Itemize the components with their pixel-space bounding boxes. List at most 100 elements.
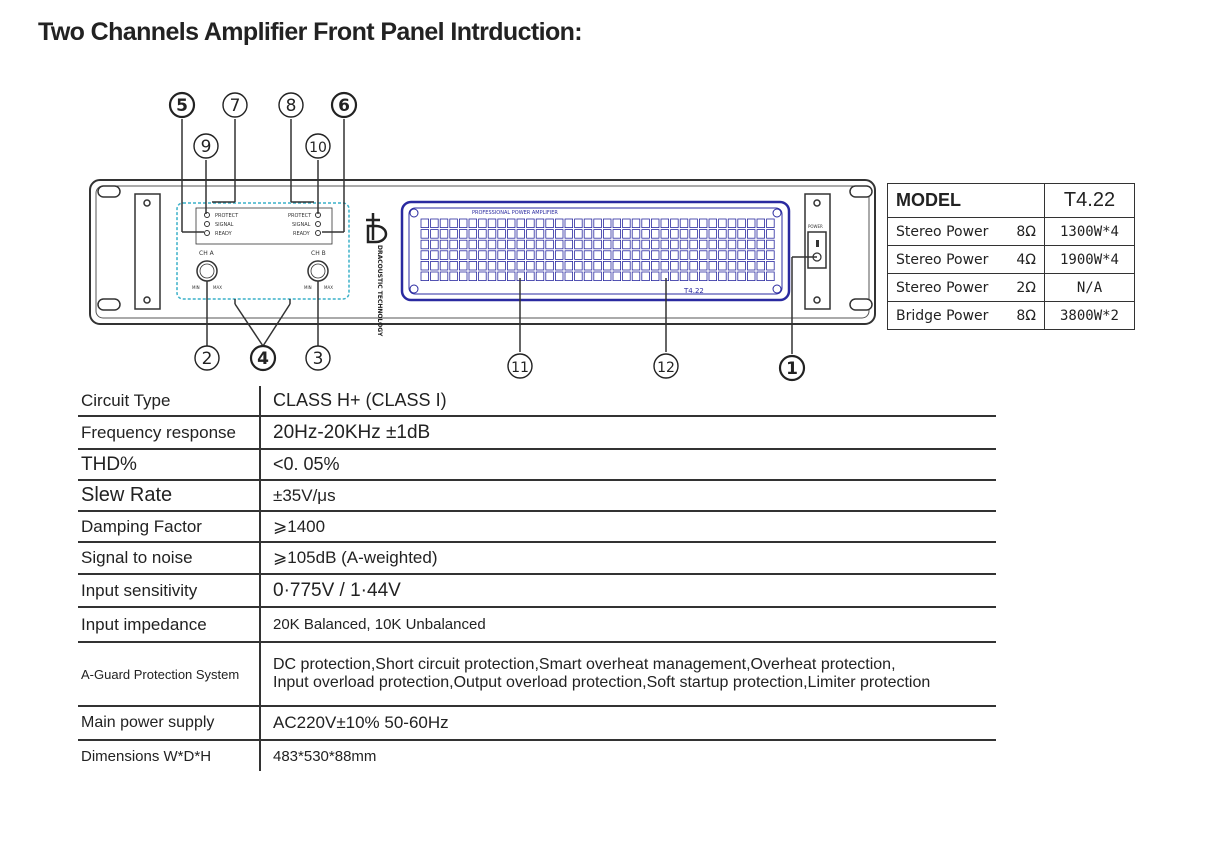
grille-cell xyxy=(651,271,660,282)
ch-b-label: CH B xyxy=(311,250,326,257)
grille-cell xyxy=(708,218,717,229)
power-switch[interactable] xyxy=(807,231,827,269)
grille-cell xyxy=(564,229,573,239)
grille-cell xyxy=(555,260,564,271)
spec-value-line2: Input overload protection,Output overloa… xyxy=(273,674,931,691)
grille-cell xyxy=(506,229,516,239)
callout-number: 2 xyxy=(202,349,213,369)
grille-cell xyxy=(583,218,593,229)
grille-cell xyxy=(603,260,612,271)
grille-cell xyxy=(699,271,708,282)
display-title: PROFESSIONAL POWER AMPLIFIER xyxy=(472,210,558,216)
grille-cell xyxy=(737,271,746,282)
grille-cell xyxy=(651,229,660,239)
row-label: Stereo Power xyxy=(896,279,989,296)
grille-cell xyxy=(583,260,593,271)
grille-cell xyxy=(660,218,669,229)
grille-cell xyxy=(641,218,650,229)
grille-cell xyxy=(545,271,554,282)
spec-key: Signal to noise xyxy=(78,543,261,573)
grille-cell xyxy=(660,271,669,282)
callout-number: 10 xyxy=(309,140,327,156)
grille-cell xyxy=(679,239,689,250)
grille-cell xyxy=(756,271,765,282)
grille-cell xyxy=(478,229,487,239)
grille-cell xyxy=(612,218,621,229)
grille-cell xyxy=(727,218,737,229)
grille-cell xyxy=(478,271,487,282)
grille-cell xyxy=(439,271,449,282)
grille-cell xyxy=(670,229,679,239)
grille-cell xyxy=(622,218,631,229)
control-section xyxy=(176,202,350,300)
grille-cell xyxy=(631,239,641,250)
callout-4: 4 xyxy=(249,344,277,372)
grille-cell xyxy=(583,239,593,250)
grille-cell xyxy=(699,250,708,260)
grille-cell xyxy=(516,271,525,282)
grille-cell xyxy=(430,239,439,250)
grille-cell xyxy=(766,239,775,250)
grille-cell xyxy=(651,260,660,271)
grille-cell xyxy=(468,239,477,250)
grille-cell xyxy=(622,229,631,239)
spec-row: Circuit Type CLASS H+ (CLASS I) xyxy=(78,386,996,417)
spec-key: Input impedance xyxy=(78,608,261,641)
spec-key: Circuit Type xyxy=(78,386,261,415)
grille-cell xyxy=(545,229,554,239)
spec-row: Signal to noise ⩾105dB (A-weighted) xyxy=(78,543,996,575)
grille-cell xyxy=(468,218,477,229)
led-label: SIGNAL xyxy=(215,222,234,228)
grille-cell xyxy=(603,271,612,282)
callout-number: 1 xyxy=(786,359,798,379)
grille-cell xyxy=(526,271,535,282)
spec-value: 483*530*88mm xyxy=(273,747,377,765)
grille-cell xyxy=(439,250,449,260)
handle-left xyxy=(134,193,161,310)
grille-cell xyxy=(699,239,708,250)
row-label: Stereo Power xyxy=(896,251,989,268)
grille-cell xyxy=(468,271,477,282)
spec-table: Circuit Type CLASS H+ (CLASS I) Frequenc… xyxy=(78,386,996,771)
grille-cell xyxy=(766,229,775,239)
grille-cell xyxy=(679,260,689,271)
grille-cell xyxy=(689,271,698,282)
grille-cell xyxy=(468,260,477,271)
spec-row: Slew Rate ±35V/μs xyxy=(78,481,996,512)
spec-key: Damping Factor xyxy=(78,512,261,541)
grille-cell xyxy=(420,271,429,282)
grille-cell xyxy=(603,250,612,260)
grille-cell xyxy=(631,260,641,271)
row-value: 1300W*4 xyxy=(1044,217,1135,246)
grille-cell xyxy=(631,218,641,229)
row-value: 1900W*4 xyxy=(1044,245,1135,274)
callout-number: 11 xyxy=(511,360,529,376)
led-label: READY xyxy=(293,231,311,237)
grille-cell xyxy=(747,260,756,271)
spec-row: Damping Factor ⩾1400 xyxy=(78,512,996,543)
grille-cell xyxy=(593,239,602,250)
grille-cell xyxy=(727,250,737,260)
row-ohm: 4Ω xyxy=(1016,251,1036,268)
grille-cell xyxy=(430,218,439,229)
display-model: T4.22 xyxy=(683,287,704,295)
grille-cell xyxy=(708,271,717,282)
callout-number: 5 xyxy=(176,96,188,116)
callout-11: 11 xyxy=(507,353,533,379)
grille-cell xyxy=(583,229,593,239)
grille-cell xyxy=(478,250,487,260)
grille-cell xyxy=(535,260,545,271)
grille-cell xyxy=(708,239,717,250)
grille-cell xyxy=(747,239,756,250)
grille-cell xyxy=(593,260,602,271)
grille-cell xyxy=(727,229,737,239)
grille-cell xyxy=(526,229,535,239)
grille-cell xyxy=(478,239,487,250)
grille-cell xyxy=(718,229,727,239)
grille-cell xyxy=(727,239,737,250)
grille-cell xyxy=(497,271,506,282)
callout-3: 3 xyxy=(305,345,331,371)
grille-cell xyxy=(478,218,487,229)
grille-cell xyxy=(583,250,593,260)
